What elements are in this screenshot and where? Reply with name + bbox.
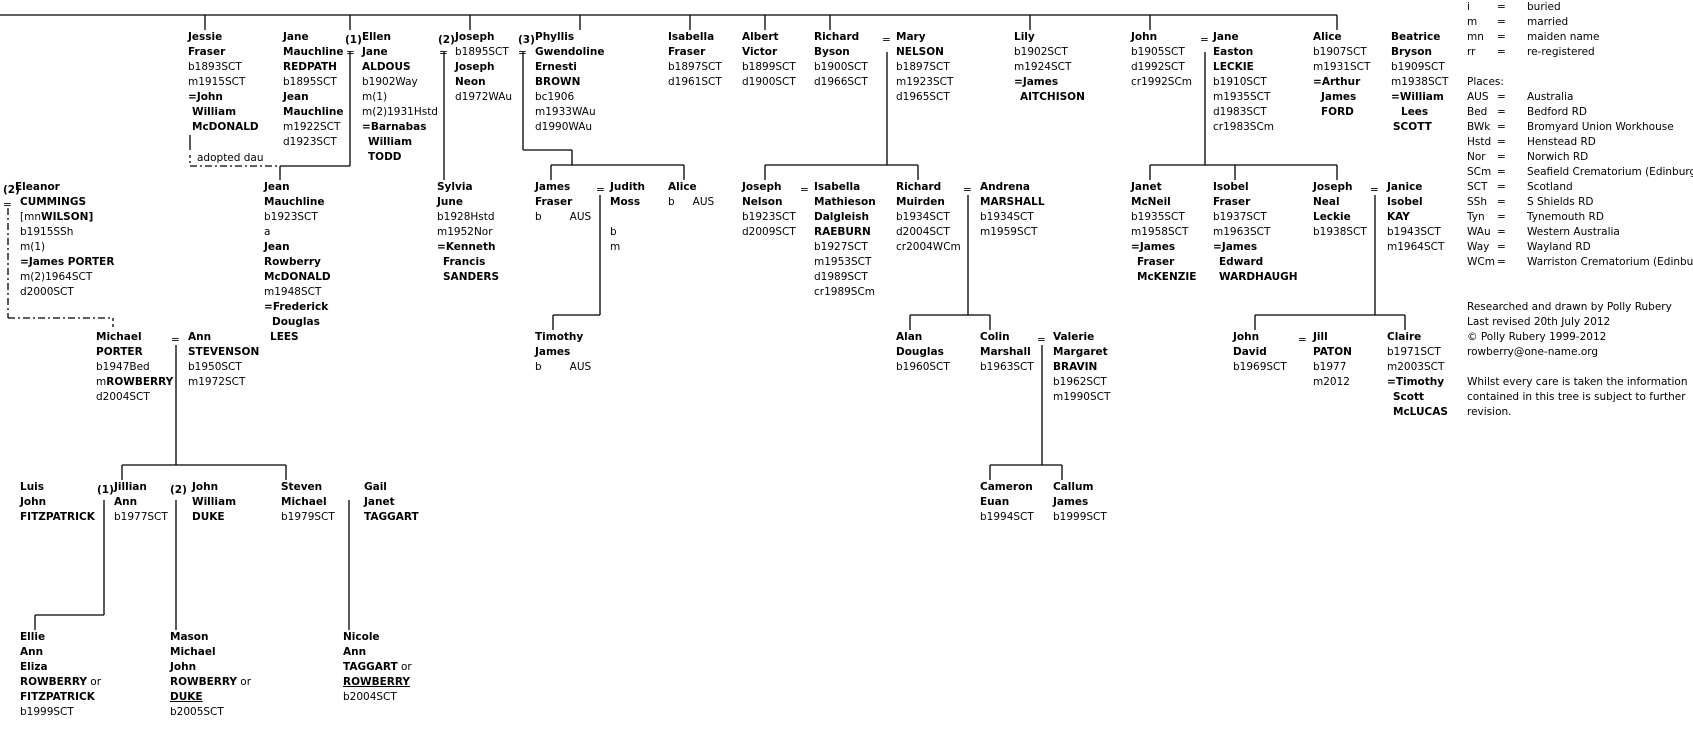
marriage-sign: = [346,47,355,59]
adopted-label: adopted dau [197,152,264,164]
marriage-sign: = [882,34,891,46]
credits-email: rowberry@one-name.org [1467,346,1599,358]
marriage-sign: = [1370,184,1379,196]
marriage-sign: = [1200,34,1209,46]
marriage-sign: = [518,47,527,59]
marriage-sign: = [1037,334,1046,346]
marriage-sign: = [800,184,809,196]
marriage-sign: = [963,184,972,196]
marriage-sign: = [1298,334,1307,346]
marriage-sign: = [171,334,180,346]
marriage-number: (1) [345,34,362,46]
disclaimer-line: Whilst every care is taken the informati… [1467,376,1688,388]
credits-author: Researched and drawn by Polly Rubery [1467,301,1672,313]
legend-places-title: Places: [1467,76,1504,88]
marriage-sign: = [439,47,448,59]
marriage-sign: = [3,199,12,211]
credits-copyright: © Polly Rubery 1999-2012 [1467,331,1607,343]
marriage-number: (1) [97,484,114,496]
disclaimer-line: revision. [1467,406,1512,418]
marriage-number: (2) [170,484,187,496]
marriage-sign: = [596,184,605,196]
marriage-number: (2) [438,34,455,46]
marriage-number: (3) [518,34,535,46]
marriage-number: (2) [3,184,20,196]
credits-revised: Last revised 20th July 2012 [1467,316,1611,328]
disclaimer-line: contained in this tree is subject to fur… [1467,391,1686,403]
